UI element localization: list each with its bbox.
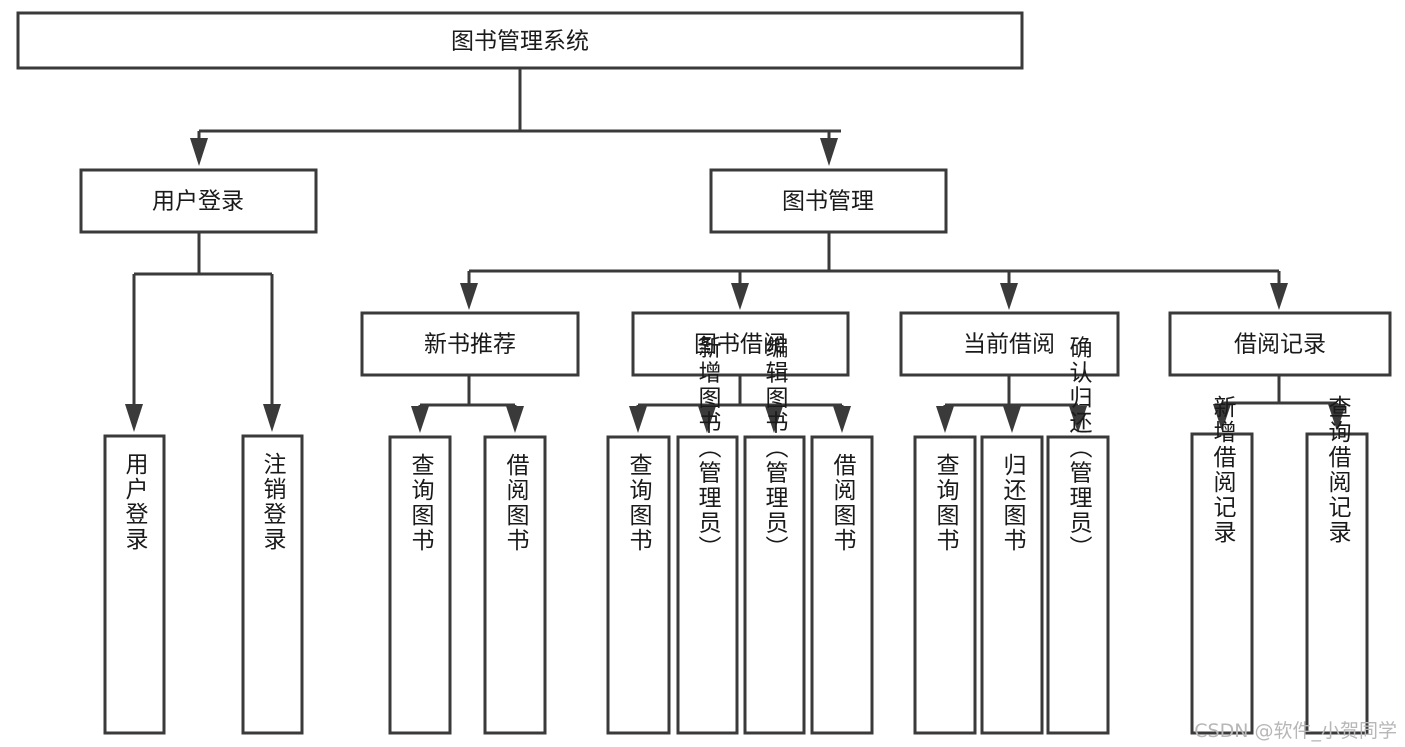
leaf-query-book-1-box[interactable] xyxy=(388,435,452,735)
node-user-login[interactable]: 用户登录 xyxy=(79,168,318,234)
node-current-borrow[interactable]: 当前借阅 xyxy=(899,311,1120,377)
leaf-add-record-box[interactable] xyxy=(1190,432,1254,735)
arrow-head-leaf-borrow-book-1 xyxy=(506,406,524,433)
arrow-head-book-mgmt xyxy=(820,138,838,166)
leaf-borrow-book-2-label: 借阅图书 xyxy=(829,453,857,553)
leaf-confirm-return-box[interactable] xyxy=(1046,435,1110,735)
leaf-query-book-3-box[interactable] xyxy=(913,435,977,735)
node-new-book-recommend-label: 新书推荐 xyxy=(424,332,516,358)
leaf-query-record-box[interactable] xyxy=(1305,432,1369,735)
arrow-head-leaf-user-login xyxy=(125,404,143,432)
connector-group-current-borrow xyxy=(936,375,1087,433)
leaf-logout-box[interactable] xyxy=(241,434,304,735)
node-root-label: 图书管理系统 xyxy=(451,29,589,55)
leaf-query-record-label: 查询借阅记录 xyxy=(1324,395,1352,545)
leaf-query-book-2[interactable]: 查询图书 xyxy=(606,435,671,735)
leaf-logout-label: 注销登录 xyxy=(259,452,287,552)
leaf-query-book-1[interactable]: 查询图书 xyxy=(388,435,452,735)
leaf-add-book-box[interactable] xyxy=(676,435,739,735)
leaf-confirm-return[interactable]: 确认归还（管理员） xyxy=(1046,336,1110,735)
leaf-add-record[interactable]: 新增借阅记录 xyxy=(1190,395,1254,735)
leaf-query-record[interactable]: 查询借阅记录 xyxy=(1305,395,1369,735)
leaf-return-book[interactable]: 归还图书 xyxy=(980,435,1044,735)
node-user-login-label: 用户登录 xyxy=(152,189,244,215)
leaf-edit-book-box[interactable] xyxy=(743,435,806,735)
node-new-book-recommend[interactable]: 新书推荐 xyxy=(360,311,580,377)
leaf-borrow-book-2[interactable]: 借阅图书 xyxy=(810,435,874,735)
node-user-login-box[interactable] xyxy=(79,168,318,234)
connector-group-book-mgmt xyxy=(460,232,1288,310)
leaf-query-book-2-box[interactable] xyxy=(606,435,671,735)
node-root-box[interactable] xyxy=(16,11,1024,70)
leaf-add-record-label: 新增借阅记录 xyxy=(1209,395,1237,545)
leaf-add-book[interactable]: 新增图书（管理员） xyxy=(676,336,739,735)
node-current-borrow-label: 当前借阅 xyxy=(963,332,1055,358)
leaf-query-book-2-label: 查询图书 xyxy=(625,453,653,553)
node-new-book-recommend-box[interactable] xyxy=(360,311,580,377)
arrow-head-leaf-query-book-2 xyxy=(629,406,647,433)
leaf-borrow-book-1-label: 借阅图书 xyxy=(502,453,530,553)
node-book-management-box[interactable] xyxy=(709,168,948,234)
arrow-head-book-borrow xyxy=(731,283,749,310)
arrow-head-new-book-rec xyxy=(460,283,478,310)
leaf-user-login[interactable]: 用户登录 xyxy=(103,434,166,735)
leaf-confirm-return-label: 确认归还（管理员） xyxy=(1065,336,1093,561)
connector-group-root xyxy=(190,68,841,166)
node-book-borrow[interactable]: 图书借阅 xyxy=(631,311,850,377)
arrow-head-leaf-edit-book xyxy=(765,406,783,433)
leaf-return-book-box[interactable] xyxy=(980,435,1044,735)
leaf-edit-book[interactable]: 编辑图书（管理员） xyxy=(743,336,806,735)
arrow-head-leaf-query-record xyxy=(1328,404,1346,431)
leaf-borrow-book-1[interactable]: 借阅图书 xyxy=(483,435,547,735)
node-borrow-record-label: 借阅记录 xyxy=(1234,332,1326,358)
connector-group-user-login xyxy=(125,232,281,432)
leaf-add-book-label: 新增图书（管理员） xyxy=(694,336,722,561)
arrow-head-leaf-confirm-return xyxy=(1069,406,1087,433)
arrow-head-leaf-borrow-book-2 xyxy=(833,406,851,433)
node-book-management[interactable]: 图书管理 xyxy=(709,168,948,234)
arrow-head-leaf-query-book-3 xyxy=(936,406,954,433)
arrow-head-leaf-add-book xyxy=(698,406,716,433)
arrow-head-borrow-record xyxy=(1270,283,1288,310)
leaf-query-book-3-label: 查询图书 xyxy=(932,453,960,553)
leaf-user-login-box[interactable] xyxy=(103,434,166,735)
leaf-user-login-label: 用户登录 xyxy=(121,452,149,552)
arrow-head-leaf-query-book-1 xyxy=(411,406,429,433)
connector-group-borrow-record xyxy=(1213,375,1346,431)
node-book-management-label: 图书管理 xyxy=(782,189,874,215)
leaf-query-book-3[interactable]: 查询图书 xyxy=(913,435,977,735)
connector-group-book-borrow xyxy=(629,375,851,433)
leaf-borrow-book-2-box[interactable] xyxy=(810,435,874,735)
node-borrow-record[interactable]: 借阅记录 xyxy=(1168,311,1392,377)
arrow-head-leaf-add-record xyxy=(1213,404,1231,431)
leaf-edit-book-label: 编辑图书（管理员） xyxy=(761,336,789,561)
leaf-logout[interactable]: 注销登录 xyxy=(241,434,304,735)
node-root[interactable]: 图书管理系统 xyxy=(16,11,1024,70)
node-borrow-record-box[interactable] xyxy=(1168,311,1392,377)
leaf-return-book-label: 归还图书 xyxy=(999,453,1027,553)
node-current-borrow-box[interactable] xyxy=(899,311,1120,377)
leaf-query-book-1-label: 查询图书 xyxy=(407,453,435,553)
node-book-borrow-box[interactable] xyxy=(631,311,850,377)
arrow-head-leaf-logout xyxy=(263,404,281,432)
node-book-borrow-label: 图书借阅 xyxy=(694,332,786,358)
leaf-borrow-book-1-box[interactable] xyxy=(483,435,547,735)
arrow-head-leaf-return-book xyxy=(1003,406,1021,433)
connector-group-new-book-rec xyxy=(411,375,524,433)
arrow-head-current-borrow xyxy=(1000,283,1018,310)
arrow-head-user-login xyxy=(190,138,208,166)
